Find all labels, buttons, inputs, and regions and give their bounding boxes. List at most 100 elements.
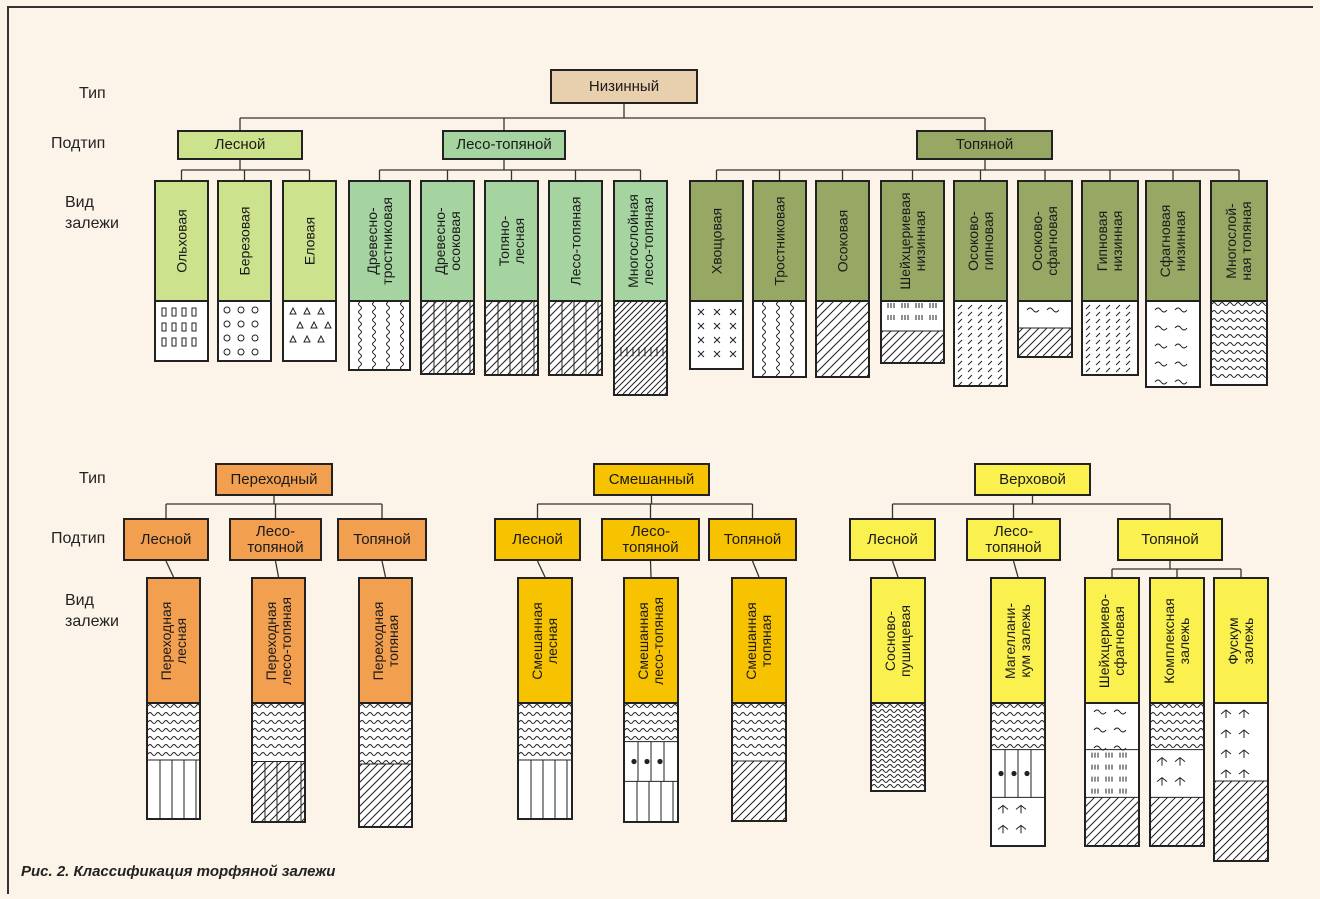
row-label-subtype-2: Подтип [51, 528, 105, 549]
lowland-deposit-6: Топяно- лесная [484, 180, 539, 376]
highmoor-deposit-2-label: Магеллани- кум залежь [1003, 581, 1033, 701]
lowland-deposit-1-label: Ольховая [174, 181, 189, 301]
lowland-deposit-2-pattern [219, 300, 270, 360]
lowland-deposit-7-label: Лесо-топяная [568, 181, 583, 301]
lowland-subtype-1: Лесной [177, 130, 303, 160]
lowland-deposit-4-label: Древесно- тростниковая [365, 181, 395, 301]
lowland-deposit-10-label: Тростниковая [772, 181, 787, 301]
mixed-deposit-3-header: Смешанная топяная [733, 579, 785, 704]
highmoor-deposit-4-header: Комплексная залежь [1151, 579, 1203, 704]
lowland-deposit-1-header: Ольховая [156, 182, 207, 302]
lowland-deposit-3-pattern [284, 300, 335, 360]
transitional-deposit-3-label: Переходная топяная [371, 581, 401, 701]
type-transitional: Переходный [215, 463, 333, 496]
row-label-type-2: Тип [79, 468, 106, 489]
lowland-deposit-10: Тростниковая [752, 180, 807, 378]
lowland-deposit-4: Древесно- тростниковая [348, 180, 411, 371]
mixed-deposit-1-label: Смешанная лесная [530, 581, 560, 701]
lowland-deposit-14-pattern [1019, 300, 1071, 356]
highmoor-deposit-2-header: Магеллани- кум залежь [992, 579, 1044, 704]
lowland-deposit-15-header: Гипновая низинная [1083, 182, 1137, 302]
transitional-deposit-3-pattern [360, 702, 411, 826]
lowland-deposit-11-pattern [817, 300, 868, 376]
transitional-subtype-3: Топяной [337, 518, 427, 561]
transitional-deposit-2-header: Переходная лесо-топяная [253, 579, 304, 704]
lowland-deposit-15-pattern [1083, 300, 1137, 374]
lowland-deposit-9-header: Хвощовая [691, 182, 742, 302]
lowland-deposit-6-header: Топяно- лесная [486, 182, 537, 302]
lowland-deposit-14-header: Осоково- сфагновая [1019, 182, 1071, 302]
lowland-deposit-12-pattern [882, 300, 943, 362]
lowland-deposit-15: Гипновая низинная [1081, 180, 1139, 376]
highmoor-deposit-3-pattern [1086, 702, 1138, 845]
lowland-deposit-13: Осоково- гипновая [953, 180, 1008, 387]
highmoor-deposit-5: Фускум залежь [1213, 577, 1269, 862]
highmoor-deposit-3: Шейхцериево- сфагновая [1084, 577, 1140, 847]
lowland-deposit-3-label: Еловая [302, 181, 317, 301]
transitional-subtype-1: Лесной [123, 518, 209, 561]
lowland-deposit-13-pattern [955, 300, 1006, 385]
lowland-deposit-11-label: Осоковая [835, 181, 850, 301]
lowland-deposit-8: Многослойная лесо-топяная [613, 180, 668, 396]
lowland-deposit-14: Осоково- сфагновая [1017, 180, 1073, 358]
mixed-deposit-2-header: Смешанная лесо-топяная [625, 579, 677, 704]
transitional-deposit-1: Переходная лесная [146, 577, 201, 820]
lowland-deposit-2-header: Березовая [219, 182, 270, 302]
transitional-subtype-2: Лесо- топяной [229, 518, 322, 561]
lowland-deposit-11-header: Осоковая [817, 182, 868, 302]
lowland-deposit-8-header: Многослойная лесо-топяная [615, 182, 666, 302]
lowland-subtype-2: Лесо-топяной [442, 130, 566, 160]
highmoor-deposit-5-label: Фускум залежь [1226, 581, 1256, 701]
highmoor-subtype-1: Лесной [849, 518, 936, 561]
lowland-deposit-7: Лесо-топяная [548, 180, 603, 376]
transitional-deposit-1-pattern [148, 702, 199, 818]
mixed-deposit-1-pattern [519, 702, 571, 818]
mixed-deposit-2-label: Смешанная лесо-топяная [636, 581, 666, 701]
row-label-deposit-2: Вид залежи [65, 590, 119, 632]
transitional-deposit-3-header: Переходная топяная [360, 579, 411, 704]
highmoor-deposit-3-label: Шейхцериево- сфагновая [1097, 581, 1127, 701]
lowland-deposit-17-header: Многослой- ная топяная [1212, 182, 1266, 302]
lowland-deposit-6-label: Топяно- лесная [497, 181, 527, 301]
mixed-deposit-1-header: Смешанная лесная [519, 579, 571, 704]
lowland-deposit-9-pattern [691, 300, 742, 368]
transitional-deposit-1-header: Переходная лесная [148, 579, 199, 704]
highmoor-deposit-5-header: Фускум залежь [1215, 579, 1267, 704]
mixed-subtype-3: Топяной [708, 518, 797, 561]
highmoor-deposit-2: Магеллани- кум залежь [990, 577, 1046, 847]
highmoor-subtype-3: Топяной [1117, 518, 1223, 561]
lowland-deposit-1-pattern [156, 300, 207, 360]
lowland-deposit-17-pattern [1212, 300, 1266, 384]
lowland-deposit-5: Древесно- осоковая [420, 180, 475, 375]
mixed-deposit-1: Смешанная лесная [517, 577, 573, 820]
lowland-deposit-4-header: Древесно- тростниковая [350, 182, 409, 302]
lowland-deposit-3-header: Еловая [284, 182, 335, 302]
highmoor-deposit-3-header: Шейхцериево- сфагновая [1086, 579, 1138, 704]
highmoor-deposit-4: Комплексная залежь [1149, 577, 1205, 847]
mixed-subtype-2: Лесо- топяной [601, 518, 700, 561]
highmoor-deposit-1: Сосново- пушицевая [870, 577, 926, 792]
lowland-deposit-12-label: Шейхцериевая низинная [898, 181, 928, 301]
lowland-deposit-12-header: Шейхцериевая низинная [882, 182, 943, 302]
row-label-deposit-1: Вид залежи [65, 192, 119, 234]
mixed-deposit-2: Смешанная лесо-топяная [623, 577, 679, 823]
highmoor-deposit-1-label: Сосново- пушицевая [883, 581, 913, 701]
lowland-deposit-12: Шейхцериевая низинная [880, 180, 945, 364]
mixed-deposit-3: Смешанная топяная [731, 577, 787, 822]
lowland-deposit-3: Еловая [282, 180, 337, 362]
lowland-deposit-15-label: Гипновая низинная [1095, 181, 1125, 301]
lowland-deposit-7-pattern [550, 300, 601, 374]
lowland-deposit-5-pattern [422, 300, 473, 373]
lowland-deposit-16: Сфагновая низинная [1145, 180, 1201, 388]
highmoor-deposit-4-pattern [1151, 702, 1203, 845]
lowland-deposit-8-pattern [615, 300, 666, 394]
lowland-deposit-1: Ольховая [154, 180, 209, 362]
lowland-deposit-9-label: Хвощовая [709, 181, 724, 301]
lowland-deposit-16-label: Сфагновая низинная [1158, 181, 1188, 301]
highmoor-deposit-5-pattern [1215, 702, 1267, 860]
highmoor-deposit-1-pattern [872, 702, 924, 790]
row-label-subtype-1: Подтип [51, 133, 105, 154]
lowland-deposit-7-header: Лесо-топяная [550, 182, 601, 302]
highmoor-deposit-2-pattern [992, 702, 1044, 845]
lowland-deposit-8-label: Многослойная лесо-топяная [626, 181, 656, 301]
